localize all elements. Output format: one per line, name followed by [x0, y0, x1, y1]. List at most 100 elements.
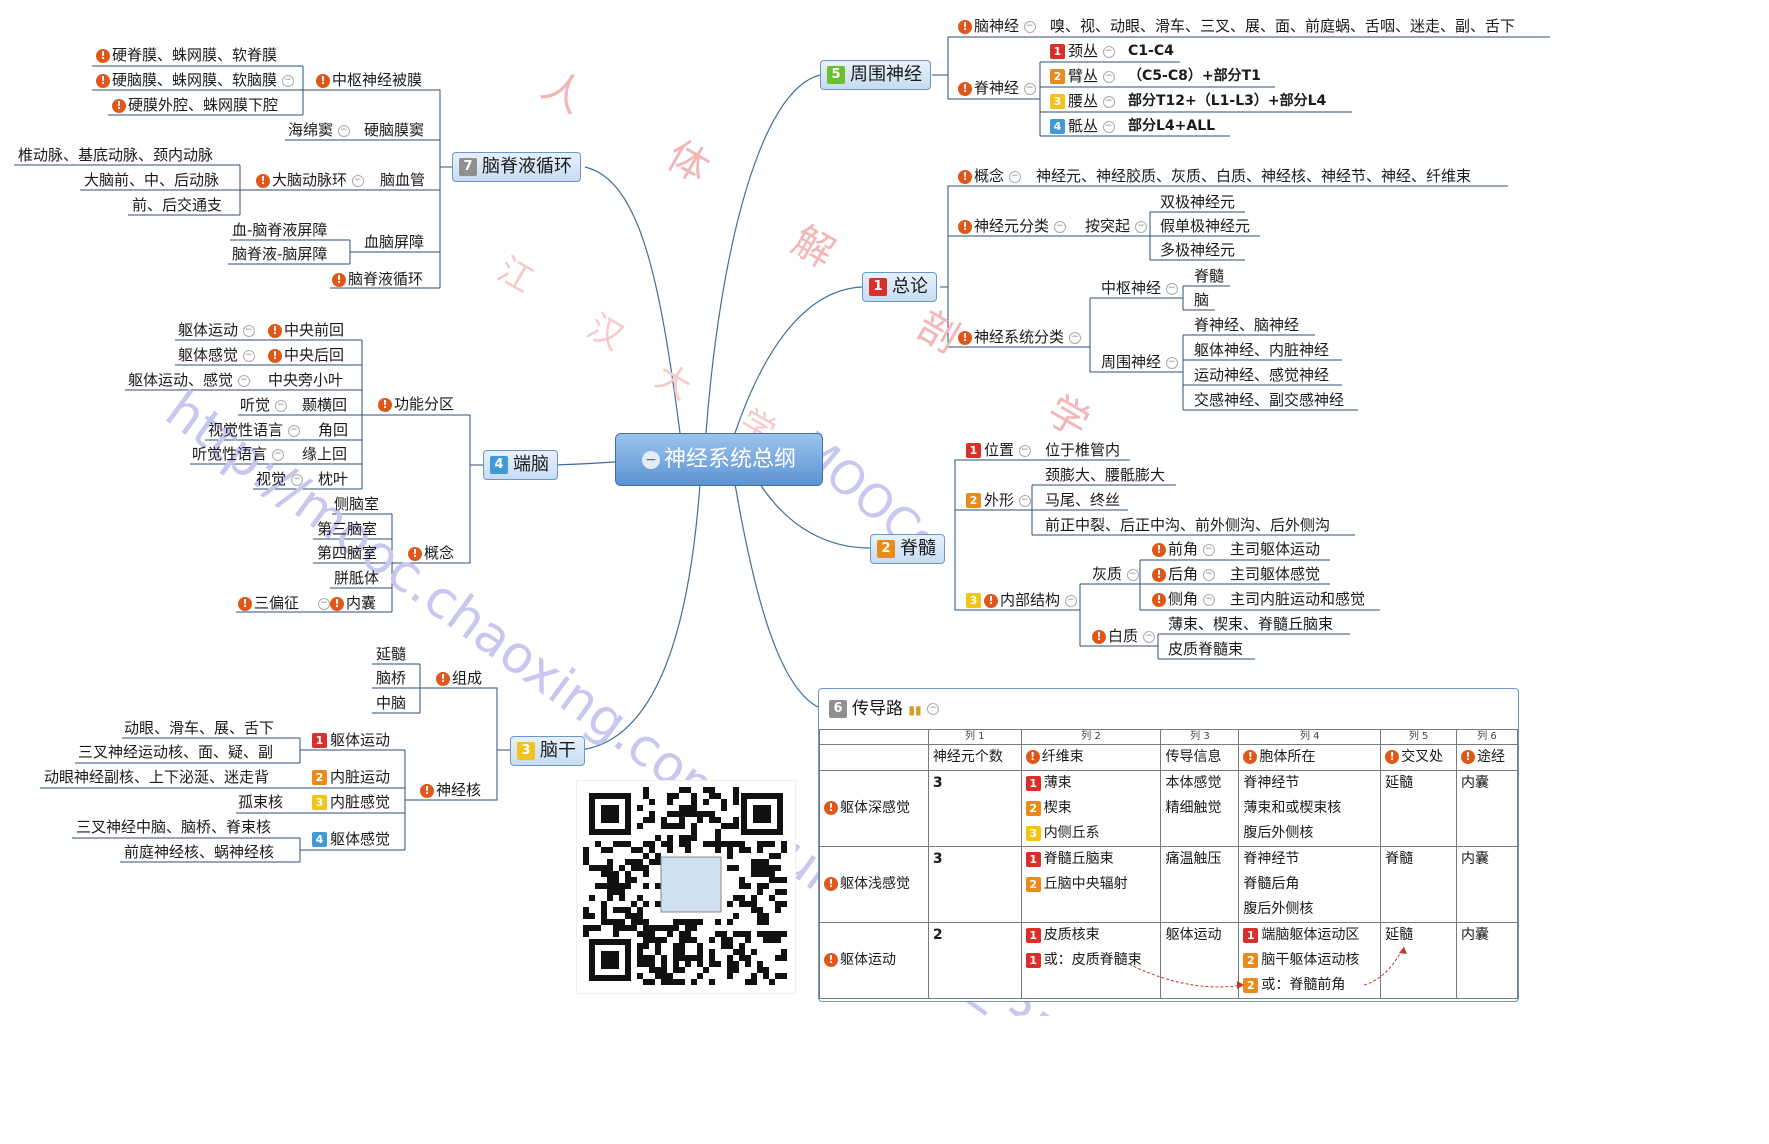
- peripheral-nerve-node[interactable]: 周围神经 −: [1101, 352, 1178, 372]
- csf-node[interactable]: !脑脊液循环: [332, 269, 423, 289]
- collapse-icon[interactable]: −: [1102, 120, 1115, 133]
- collapse-icon[interactable]: −: [287, 424, 300, 437]
- gyrus-node[interactable]: !中央前回: [268, 320, 344, 340]
- collapse-icon[interactable]: −: [927, 703, 940, 715]
- qr-module: [721, 931, 727, 937]
- gray-horn-node[interactable]: !侧角 −: [1152, 589, 1215, 609]
- collapse-icon[interactable]: −: [1102, 45, 1115, 58]
- collapse-icon[interactable]: −: [1023, 82, 1036, 95]
- collapse-icon[interactable]: −: [290, 473, 303, 486]
- collapse-icon[interactable]: −: [1102, 70, 1115, 83]
- collapse-icon[interactable]: −: [1202, 568, 1215, 581]
- gyrus-node[interactable]: 缘上回: [302, 445, 348, 463]
- vessels-node[interactable]: 脑血管: [380, 171, 426, 189]
- collapse-icon[interactable]: −: [1142, 630, 1155, 643]
- collapse-icon[interactable]: −: [242, 324, 255, 337]
- collapse-icon[interactable]: −: [242, 349, 255, 362]
- nuclei-node[interactable]: !神经核: [420, 780, 481, 800]
- collapse-icon[interactable]: −: [271, 448, 284, 461]
- collapse-icon[interactable]: −: [1202, 593, 1215, 606]
- list-item: 椎动脉、基底动脉、颈内动脉: [18, 146, 214, 164]
- priority-2-icon: 2: [966, 493, 981, 508]
- collapse-icon[interactable]: −: [1053, 220, 1066, 233]
- barrier-node[interactable]: 血脑屏障: [364, 233, 425, 251]
- collapse-icon[interactable]: −: [1102, 95, 1115, 108]
- neuron-class-node[interactable]: !神经元分类 −: [958, 216, 1066, 236]
- list-item: 三叉神经运动核、面、疑、副: [78, 743, 274, 761]
- collapse-icon[interactable]: −: [1018, 444, 1031, 457]
- arterial-circle-node[interactable]: !大脑动脉环 −: [256, 170, 364, 190]
- sinus-node[interactable]: 硬脑膜窦: [364, 121, 425, 139]
- collapse-icon[interactable]: −: [337, 124, 350, 137]
- central-topic[interactable]: −神经系统总纲: [615, 433, 823, 486]
- collapse-icon[interactable]: −: [1018, 494, 1031, 507]
- qr-module: [619, 841, 625, 847]
- capsule-node[interactable]: −!内囊: [318, 593, 376, 613]
- collapse-icon[interactable]: −: [641, 451, 660, 469]
- composition-node[interactable]: !组成: [436, 668, 482, 688]
- qr-module: [757, 841, 763, 847]
- collapse-icon[interactable]: −: [1064, 594, 1077, 607]
- collapse-icon[interactable]: −: [1068, 331, 1081, 344]
- cell-text: 薄束: [1043, 775, 1072, 791]
- collapse-icon[interactable]: −: [1134, 220, 1147, 233]
- qr-module: [655, 901, 661, 907]
- qr-module: [613, 925, 619, 931]
- qr-module: [715, 919, 721, 925]
- qr-module: [733, 949, 739, 955]
- qr-module: [739, 955, 745, 961]
- node-label: 白质: [1108, 627, 1139, 645]
- white-matter-node[interactable]: !白质 −: [1092, 626, 1155, 646]
- internal-structure-node[interactable]: 3!内部结构 −: [966, 590, 1077, 610]
- functional-area-node[interactable]: !功能分区: [378, 394, 454, 414]
- collapse-icon[interactable]: −: [1202, 543, 1215, 556]
- concept-node[interactable]: !概念: [408, 543, 454, 563]
- gyrus-node[interactable]: !中央后回: [268, 345, 344, 365]
- meninges-node[interactable]: !中枢神经被膜: [316, 70, 422, 90]
- collapse-icon[interactable]: −: [274, 399, 287, 412]
- collapse-icon[interactable]: −: [318, 597, 330, 610]
- gyrus-node[interactable]: 枕叶: [318, 470, 349, 488]
- collapse-icon[interactable]: −: [237, 374, 250, 387]
- gray-matter-node[interactable]: 灰质 −: [1092, 564, 1139, 584]
- collapse-icon[interactable]: −: [1165, 282, 1178, 295]
- gray-horn-node[interactable]: !后角 −: [1152, 564, 1215, 584]
- central-nerve-node[interactable]: 中枢神经 −: [1101, 278, 1178, 298]
- spinal-nerve-node[interactable]: !脊神经 −: [958, 78, 1036, 98]
- chart-icon: ▮▮: [908, 703, 922, 717]
- qr-module: [727, 943, 733, 949]
- collapse-icon[interactable]: −: [1126, 568, 1139, 581]
- system-class-node[interactable]: !神经系统分类 −: [958, 327, 1081, 347]
- gyrus-node[interactable]: 角回: [318, 421, 349, 439]
- collapse-icon[interactable]: −: [1165, 356, 1178, 369]
- collapse-icon[interactable]: −: [281, 74, 294, 87]
- gyrus-node[interactable]: 颞横回: [302, 396, 348, 414]
- gyrus-node[interactable]: 中央旁小叶: [268, 371, 344, 389]
- collapse-icon[interactable]: −: [1008, 170, 1021, 183]
- collapse-icon[interactable]: −: [1023, 20, 1036, 33]
- cranial-nerve-node[interactable]: !脑神经 −: [958, 16, 1036, 36]
- by-process-node[interactable]: 按突起 −: [1085, 216, 1147, 236]
- collapse-icon[interactable]: −: [351, 174, 364, 187]
- gray-horn-node[interactable]: !前角 −: [1152, 539, 1215, 559]
- qr-module: [775, 901, 781, 907]
- qr-module: [637, 931, 643, 937]
- concept-node[interactable]: !概念 −: [958, 166, 1021, 186]
